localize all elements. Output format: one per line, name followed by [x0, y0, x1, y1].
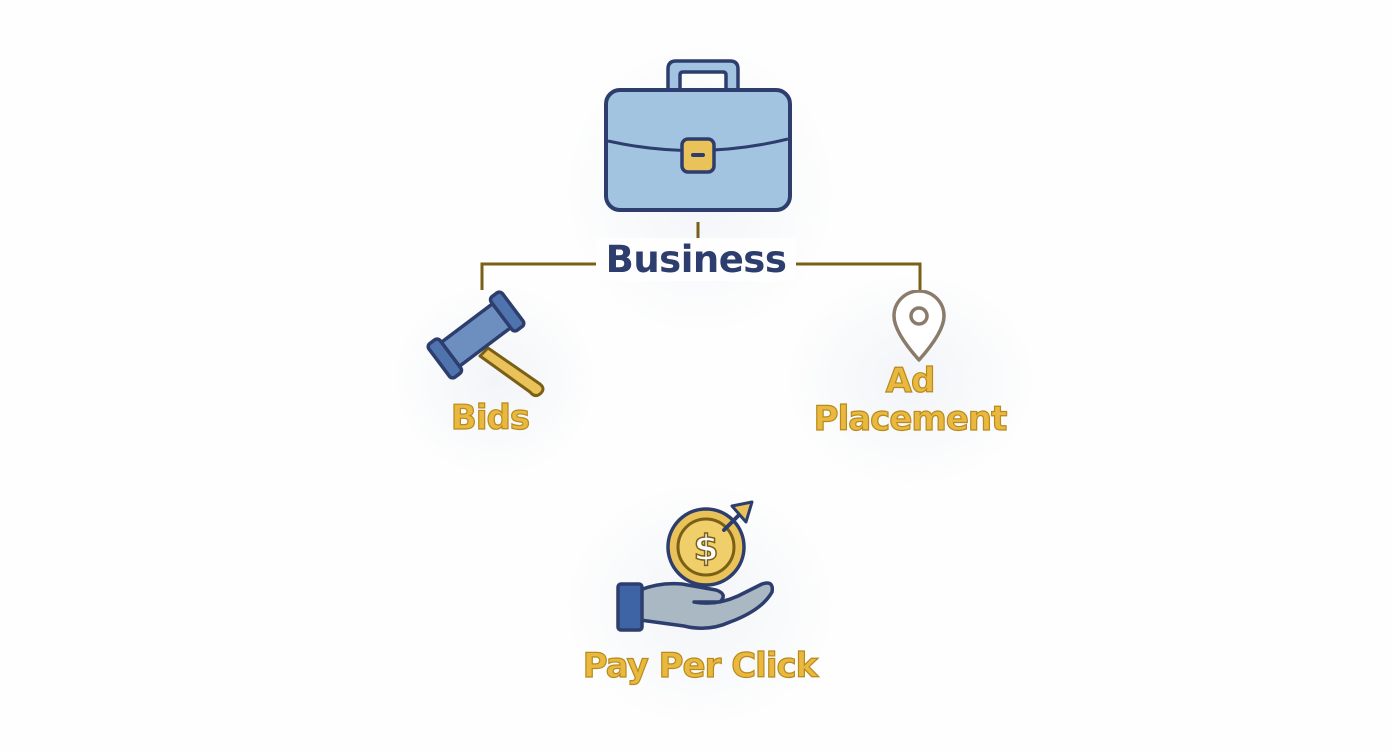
ad-placement-label-line-2: Placement	[813, 399, 1008, 439]
location-pin-icon	[892, 290, 946, 362]
svg-text:$: $	[693, 528, 718, 569]
ad-placement-label-line-1: Ad	[885, 361, 936, 401]
business-label: Business	[596, 238, 796, 281]
briefcase-icon	[604, 59, 792, 212]
connector-to-bids	[480, 262, 608, 290]
hand-coin-icon: $	[616, 500, 775, 632]
pay-per-click-label: Pay Per Click	[582, 645, 819, 686]
ad-placement-label: Ad Placement	[800, 361, 1020, 439]
connector-to-ad-placement	[790, 262, 922, 290]
bids-label: Bids	[450, 397, 530, 438]
gavel-icon	[426, 290, 545, 398]
